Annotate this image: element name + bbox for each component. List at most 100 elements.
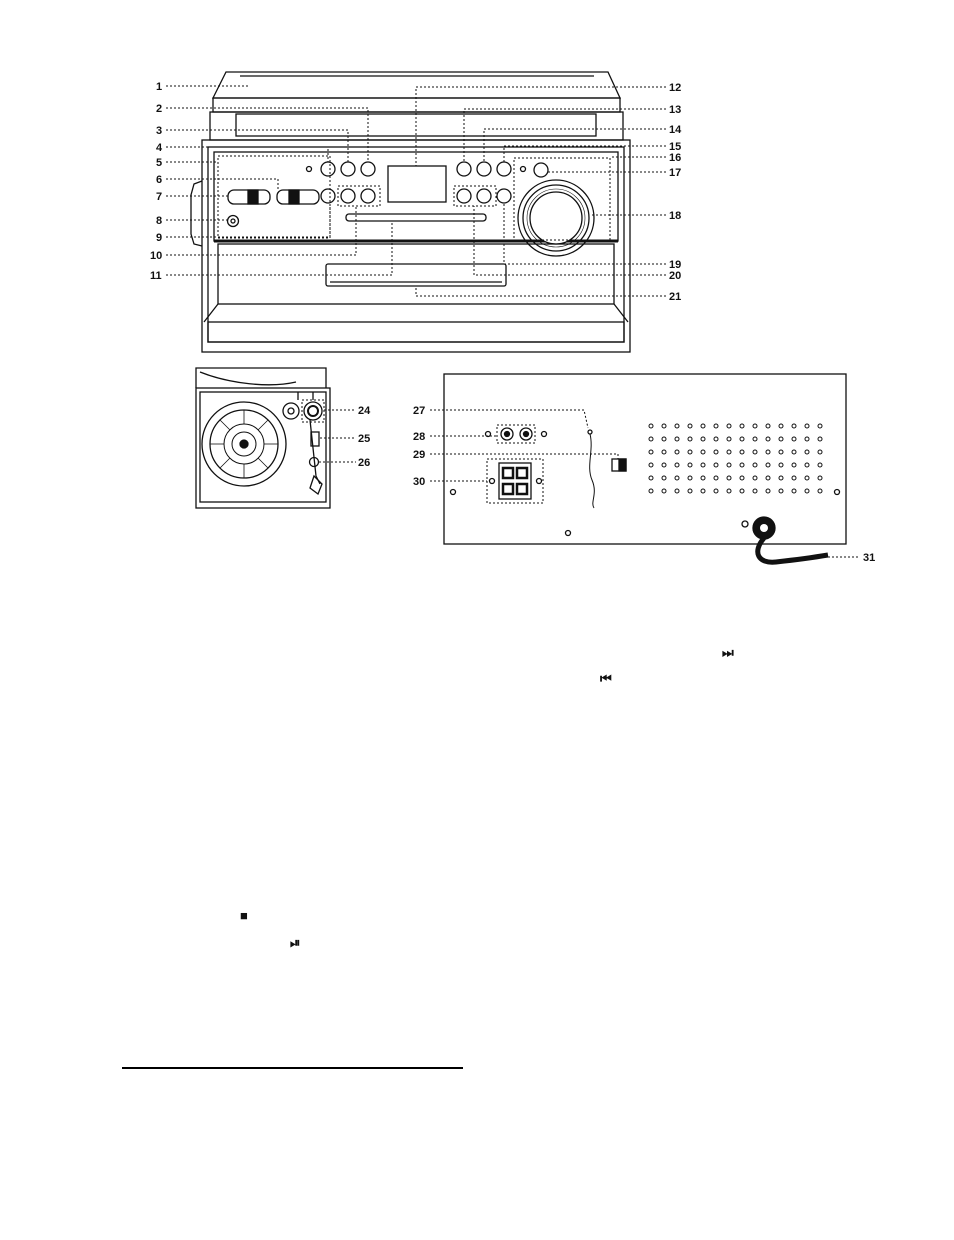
grille-hole — [752, 436, 758, 442]
next-track-icon: ⏭ — [722, 645, 734, 660]
arm-rest — [308, 456, 320, 468]
grille-hole — [791, 488, 797, 494]
standby-led — [519, 165, 527, 173]
speed-selector[interactable] — [282, 402, 300, 420]
left-bottom-button-3[interactable] — [360, 188, 376, 204]
left-bottom-button-2[interactable] — [340, 188, 356, 204]
volume-knob-outer[interactable] — [517, 179, 595, 257]
left-bottom-button-1[interactable] — [320, 188, 336, 204]
grille-hole — [726, 488, 732, 494]
grille-hole — [817, 475, 823, 481]
grille-hole — [674, 449, 680, 455]
left-top-button-1[interactable] — [320, 161, 336, 177]
headphone-jack[interactable] — [226, 214, 240, 228]
cassette-deck — [217, 243, 615, 305]
callout-29: 29 — [413, 449, 425, 461]
front-leaders — [166, 85, 666, 297]
callout-15: 15 — [669, 141, 681, 153]
left-top-button-2[interactable] — [340, 161, 356, 177]
grille-hole — [687, 475, 693, 481]
side-jack-bulge — [190, 180, 203, 247]
grille-hole — [739, 462, 745, 468]
rear-panel — [443, 373, 847, 545]
grille-hole — [661, 475, 667, 481]
turntable-top-view — [195, 367, 331, 509]
grille-hole — [674, 436, 680, 442]
line-out-left[interactable] — [500, 427, 514, 441]
grille-hole — [791, 423, 797, 429]
grille-hole — [791, 462, 797, 468]
grille-hole — [700, 475, 706, 481]
grille-hole — [739, 488, 745, 494]
callout-21: 21 — [669, 291, 681, 303]
right-bottom-button-3[interactable] — [496, 188, 512, 204]
grille-hole — [661, 462, 667, 468]
right-top-button-3[interactable] — [496, 161, 512, 177]
grille-hole — [713, 462, 719, 468]
grille-hole — [778, 436, 784, 442]
tonearm-lever[interactable] — [310, 431, 320, 447]
grille-hole — [648, 475, 654, 481]
grille-hole — [804, 436, 810, 442]
grille-hole — [713, 449, 719, 455]
grille-hole — [648, 449, 654, 455]
tonearm — [309, 419, 321, 485]
callout-6: 6 — [156, 174, 162, 186]
grille-hole — [804, 423, 810, 429]
grille-hole — [791, 449, 797, 455]
callout-31: 31 — [863, 552, 875, 564]
grille-hole — [687, 488, 693, 494]
callout-25: 25 — [358, 433, 370, 445]
callout-10: 10 — [150, 250, 162, 262]
callout-24: 24 — [358, 405, 371, 417]
line-out-right[interactable] — [519, 427, 533, 441]
left-top-button-3[interactable] — [360, 161, 376, 177]
grille-hole — [700, 488, 706, 494]
right-top-button-2[interactable] — [476, 161, 492, 177]
right-bottom-button-2[interactable] — [476, 188, 492, 204]
grille-hole — [765, 436, 771, 442]
cd-slot[interactable] — [345, 213, 487, 222]
rear-view — [443, 373, 847, 565]
cassette-door — [325, 263, 507, 287]
callout-20: 20 — [669, 270, 681, 282]
right-top-button-1[interactable] — [456, 161, 472, 177]
grille-hole — [778, 449, 784, 455]
callout-9: 9 — [156, 232, 162, 244]
grille-hole — [713, 488, 719, 494]
grille-hole — [687, 462, 693, 468]
grille-hole — [700, 449, 706, 455]
speaker-terminals[interactable] — [498, 462, 532, 500]
side-leaders — [301, 399, 356, 463]
grille-hole — [726, 449, 732, 455]
callout-13: 13 — [669, 104, 681, 116]
grille-hole — [648, 462, 654, 468]
right-bottom-button-1[interactable] — [456, 188, 472, 204]
power-led — [305, 165, 313, 173]
front-labels: 1 2 3 4 5 6 7 8 9 10 11 12 13 14 15 16 1… — [150, 81, 682, 303]
grille-hole — [648, 436, 654, 442]
callout-17: 17 — [669, 167, 681, 179]
grille-hole — [726, 436, 732, 442]
grille-hole — [700, 423, 706, 429]
grille-hole — [778, 462, 784, 468]
grille-hole — [713, 423, 719, 429]
rear-leaders — [430, 409, 860, 558]
grille-hole — [739, 436, 745, 442]
grille-hole — [804, 475, 810, 481]
grille-hole — [674, 475, 680, 481]
cartridge — [309, 474, 323, 496]
callout-4: 4 — [156, 142, 163, 154]
grille-hole — [713, 436, 719, 442]
grille-hole — [778, 488, 784, 494]
grille-hole — [674, 423, 680, 429]
fm-antenna-wire — [589, 433, 595, 509]
grille-hole — [739, 449, 745, 455]
grille-hole — [765, 462, 771, 468]
grille-hole — [700, 462, 706, 468]
turntable-body — [195, 387, 331, 509]
grille-hole — [700, 436, 706, 442]
callout-19: 19 — [669, 259, 681, 271]
grille-hole — [726, 462, 732, 468]
